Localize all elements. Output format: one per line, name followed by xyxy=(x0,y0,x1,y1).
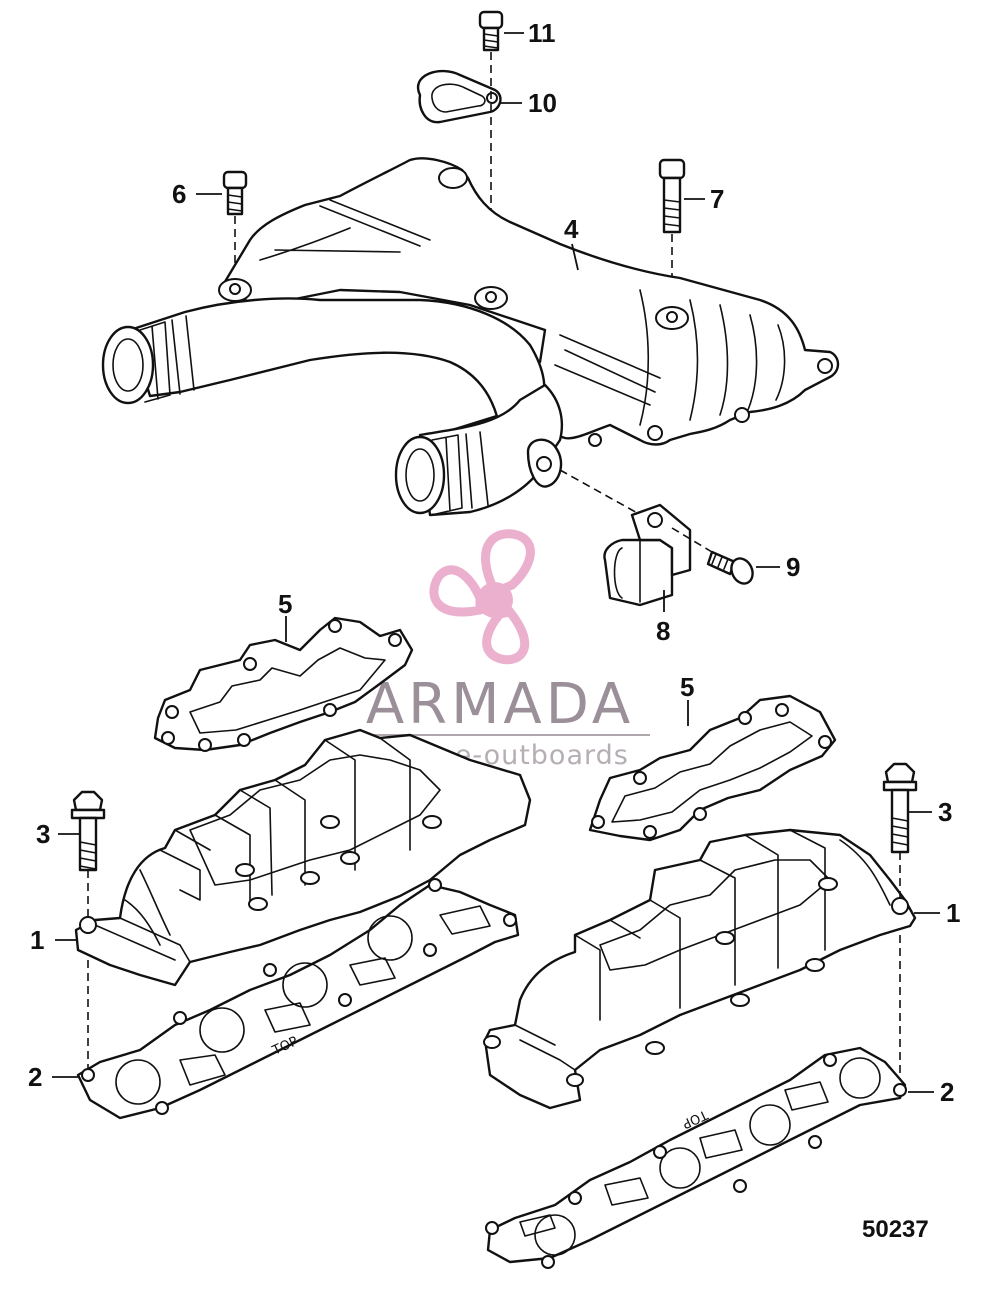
intake-manifold-4 xyxy=(101,157,840,517)
callout-5-left: 5 xyxy=(278,589,292,619)
bolt-7 xyxy=(658,158,686,234)
callout-8: 8 xyxy=(656,616,670,646)
gasket-5-left xyxy=(153,616,414,752)
axis-8-4 xyxy=(559,469,651,521)
gasket-2-right: TOP xyxy=(485,1046,907,1269)
callout-9: 9 xyxy=(786,552,800,582)
axis-9-8 xyxy=(671,527,713,553)
callout-1-left: 1 xyxy=(30,925,44,955)
propeller-logo xyxy=(429,529,535,665)
callout-1-right: 1 xyxy=(946,898,960,928)
callout-3-left: 3 xyxy=(36,819,50,849)
callout-6: 6 xyxy=(172,179,186,209)
callout-2-right: 2 xyxy=(940,1077,954,1107)
callout-5-right: 5 xyxy=(680,672,694,702)
leader-4 xyxy=(571,243,579,271)
bolt-3-left xyxy=(70,790,106,872)
screw-6 xyxy=(222,170,248,216)
clip-10 xyxy=(416,69,502,124)
lower-manifold-1-left xyxy=(74,728,532,987)
gasket-5-right xyxy=(588,694,837,842)
gasket-2-left: TOP xyxy=(76,878,520,1120)
watermark-brand: ARMADA xyxy=(366,672,634,737)
callout-2-left: 2 xyxy=(28,1062,42,1092)
callout-3-right: 3 xyxy=(938,797,952,827)
lower-manifold-1-right xyxy=(483,828,917,1110)
figure-number: 50237 xyxy=(862,1216,929,1243)
callout-11: 11 xyxy=(528,18,556,48)
callout-7: 7 xyxy=(710,184,724,214)
sensor-8 xyxy=(603,503,692,607)
screw-9 xyxy=(706,550,754,585)
callout-4: 4 xyxy=(564,214,579,244)
bolt-3-right xyxy=(882,762,918,854)
callout-10: 10 xyxy=(528,88,557,118)
screw-11 xyxy=(478,10,504,52)
